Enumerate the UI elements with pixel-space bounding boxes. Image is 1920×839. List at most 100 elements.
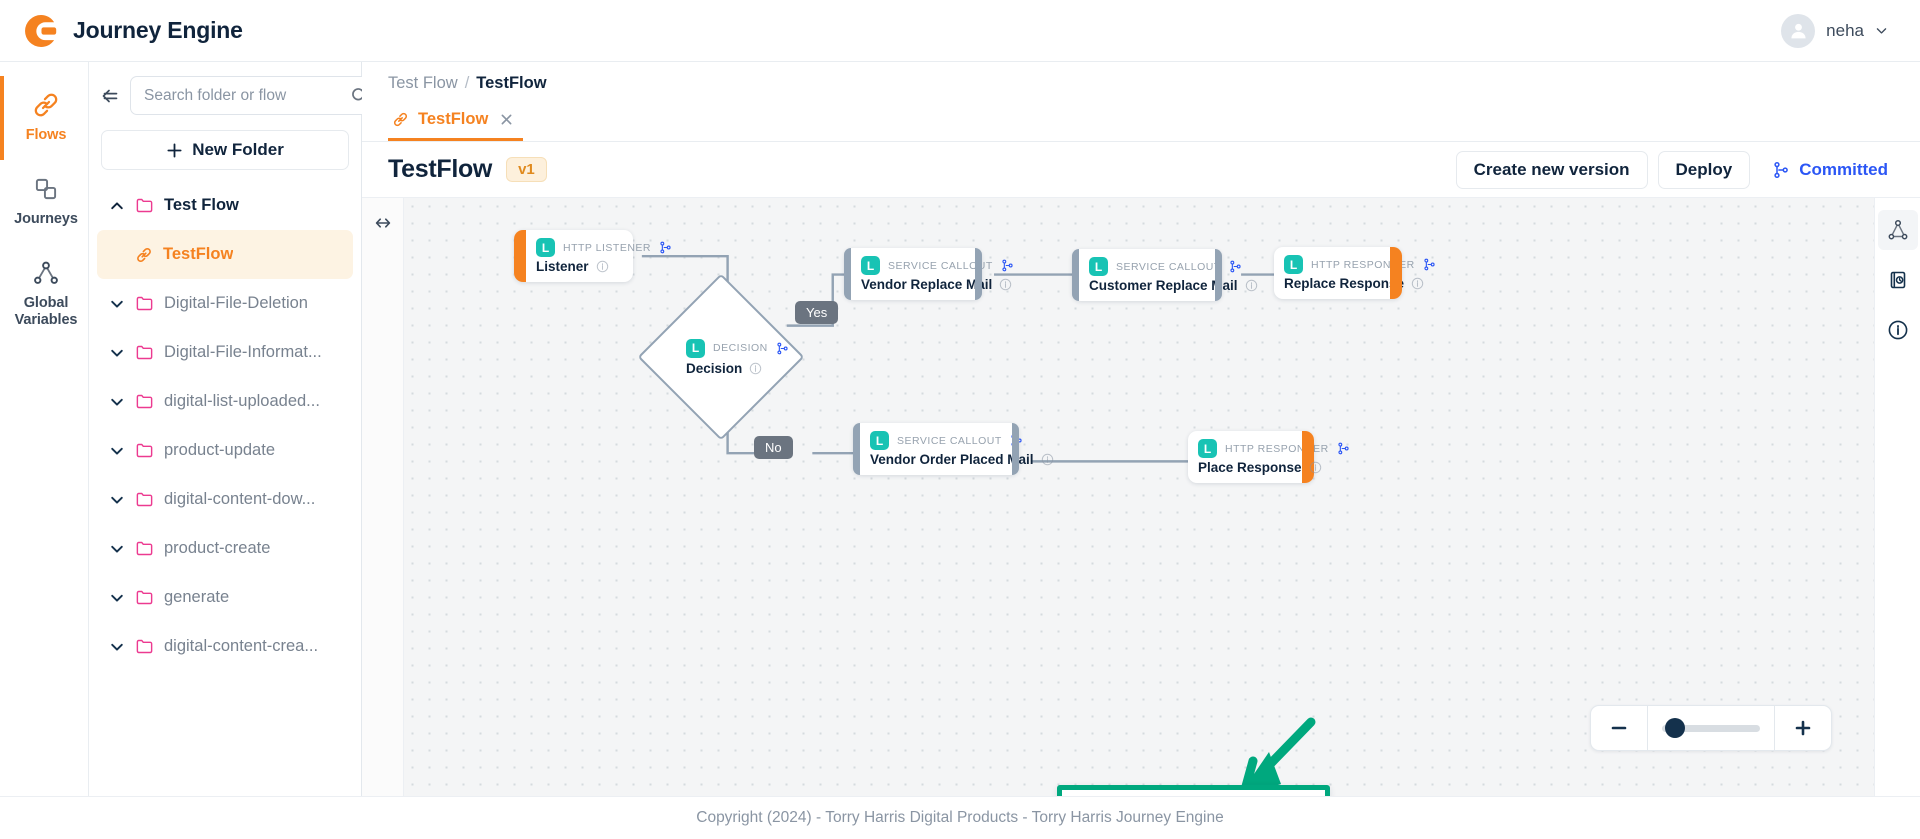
tool-info-button[interactable] (1878, 310, 1918, 350)
node-name: Vendor Order Placed Mail (870, 452, 1034, 467)
node-replace-response[interactable]: L HTTP RESPONDER Replace Res (1274, 247, 1435, 299)
body-row: Flows Journeys Global Variables (0, 62, 1920, 796)
tree-label: product-create (164, 539, 271, 557)
node-name: Vendor Replace Mail (861, 277, 993, 292)
chevron-down-icon[interactable] (109, 639, 125, 655)
node-accent-bar (1390, 247, 1402, 299)
tree-row-digital-content-download[interactable]: digital-content-dow... (89, 475, 361, 524)
sidebar-item-journeys-label: Journeys (14, 211, 78, 228)
node-body: L HTTP LISTENER Listener (526, 230, 671, 282)
info-circle-icon[interactable] (596, 260, 609, 273)
tree-row-product-create[interactable]: product-create (89, 524, 361, 573)
branch-icon[interactable] (1423, 258, 1436, 271)
info-circle-icon[interactable] (1041, 453, 1054, 466)
tree-label: TestFlow (163, 245, 234, 263)
info-circle-icon[interactable] (1245, 279, 1258, 292)
branch-icon[interactable] (1229, 260, 1242, 273)
tool-history-button[interactable] (1878, 260, 1918, 300)
sidebar-item-journeys[interactable]: Journeys (0, 160, 89, 244)
divider (1647, 706, 1648, 750)
search-box[interactable] (130, 76, 381, 115)
info-circle-icon (1888, 320, 1907, 340)
branch-icon[interactable] (1337, 442, 1350, 455)
search-input[interactable] (144, 86, 344, 105)
tab-testflow[interactable]: TestFlow (388, 110, 524, 141)
sidebar-item-flows[interactable]: Flows (0, 76, 89, 161)
zoom-control (1590, 705, 1832, 751)
chevron-down-icon[interactable] (109, 345, 125, 361)
minus-icon (1611, 726, 1627, 730)
git-branch-icon (1774, 161, 1789, 178)
zoom-in-button[interactable] (1775, 706, 1831, 750)
zoom-slider[interactable] (1648, 706, 1774, 750)
branch-icon[interactable] (659, 241, 672, 254)
tree-label: product-update (164, 441, 275, 459)
expand-collapse-icon[interactable] (372, 212, 394, 234)
node-vendor-replace-mail[interactable]: L SERVICE CALLOUT Vendor Rep (844, 248, 1013, 300)
zoom-slider-thumb[interactable] (1665, 718, 1685, 738)
flow-canvas[interactable]: L HTTP LISTENER Listener (404, 198, 1874, 796)
sidebar-item-global-variables[interactable]: Global Variables (0, 244, 89, 345)
tree-row-digital-file-information[interactable]: Digital-File-Informat... (89, 328, 361, 377)
zoom-out-button[interactable] (1591, 706, 1647, 750)
node-top: L SERVICE CALLOUT (861, 256, 1013, 275)
deploy-button[interactable]: Deploy (1657, 150, 1751, 189)
node-body: L SERVICE CALLOUT Vendor Rep (851, 248, 1013, 300)
tree-row-digital-list-uploaded[interactable]: digital-list-uploaded... (89, 377, 361, 426)
tree-label: digital-list-uploaded... (164, 392, 320, 410)
toast-notification[interactable]: Flow un-deploy success (1057, 785, 1330, 796)
chevron-up-icon[interactable] (109, 198, 125, 214)
info-circle-icon[interactable] (999, 278, 1012, 291)
sidebar-item-global-variables-label: Global Variables (14, 295, 78, 329)
breadcrumb-parent[interactable]: Test Flow (388, 73, 458, 92)
chevron-down-icon[interactable] (1875, 24, 1888, 37)
node-customer-replace-mail[interactable]: L SERVICE CALLOUT Customer R (1072, 249, 1257, 301)
stacked-squares-icon (35, 179, 57, 200)
breadcrumb-current: TestFlow (476, 73, 547, 92)
chevron-down-icon[interactable] (109, 394, 125, 410)
tree-row-test-flow[interactable]: Test Flow (89, 181, 361, 230)
folder-icon (136, 492, 153, 507)
create-new-version-button[interactable]: Create new version (1455, 150, 1648, 189)
chevron-down-icon[interactable] (109, 443, 125, 459)
flow-link-icon (137, 247, 151, 262)
tool-graph-button[interactable] (1877, 210, 1918, 250)
sidebar-item-flows-label: Flows (25, 127, 67, 143)
node-type-label: SERVICE CALLOUT (897, 434, 1002, 447)
node-connector-right (975, 248, 982, 300)
node-name: Customer Replace Mail (1089, 278, 1238, 293)
chevron-down-icon[interactable] (109, 541, 125, 557)
chevron-down-icon[interactable] (109, 296, 125, 312)
node-vendor-order-placed-mail[interactable]: L SERVICE CALLOUT Vendor Ord (853, 423, 1053, 475)
flow-header: TestFlow v1 Create new version Deploy Co… (362, 142, 1920, 198)
tree-row-product-update[interactable]: product-update (89, 426, 361, 475)
tree-row-digital-content-create[interactable]: digital-content-crea... (89, 622, 361, 671)
annotation-arrow (1239, 717, 1316, 796)
footer: Copyright (2024) - Torry Harris Digital … (0, 796, 1920, 839)
committed-status[interactable]: Committed (1760, 160, 1894, 180)
node-place-response[interactable]: L HTTP RESPONDER Place Respo (1188, 431, 1349, 483)
node-badge: L (536, 238, 555, 257)
info-circle-icon[interactable] (1411, 277, 1424, 290)
node-body: L SERVICE CALLOUT Customer R (1079, 249, 1257, 301)
new-folder-button[interactable]: New Folder (101, 130, 349, 170)
node-listener[interactable]: L HTTP LISTENER Listener (514, 230, 671, 282)
user-menu[interactable]: neha (1781, 13, 1894, 48)
plus-icon (167, 142, 182, 158)
chevron-down-icon[interactable] (109, 590, 125, 606)
close-icon[interactable] (499, 112, 514, 127)
chevron-down-icon[interactable] (109, 492, 125, 508)
collapse-panel-icon[interactable] (99, 85, 121, 107)
brand[interactable]: Journey Engine (22, 12, 243, 50)
node-accent-bar (1302, 431, 1314, 483)
tree-row-digital-file-deletion[interactable]: Digital-File-Deletion (89, 279, 361, 328)
branch-icon[interactable] (1001, 259, 1014, 272)
user-avatar-icon (1791, 23, 1806, 39)
new-folder-label: New Folder (192, 140, 284, 159)
node-decision[interactable]: L DECISION Decision (637, 273, 805, 441)
left-nav-rail: Flows Journeys Global Variables (0, 62, 89, 796)
tree-row-testflow[interactable]: TestFlow (97, 230, 353, 279)
node-name: Replace Response (1284, 276, 1405, 291)
info-circle-icon[interactable] (1309, 461, 1322, 474)
tree-row-generate[interactable]: generate (89, 573, 361, 622)
